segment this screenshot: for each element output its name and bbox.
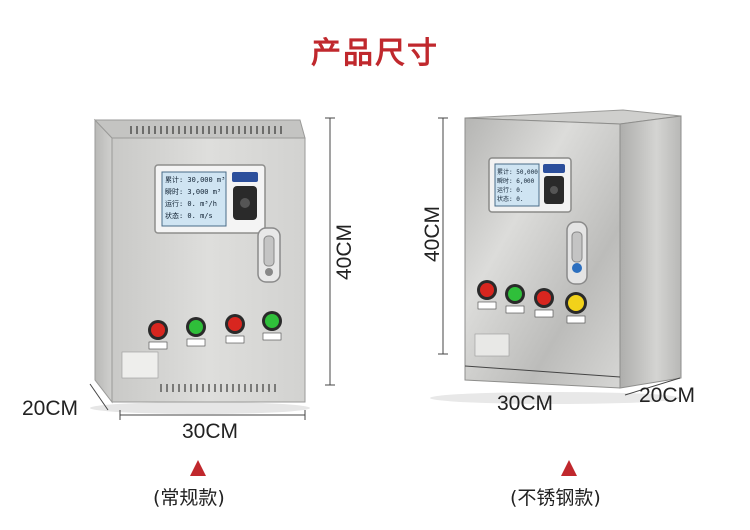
depth-dimension-label: 20CM	[22, 397, 79, 420]
lcd-line: 累计: 30,000 m³	[165, 176, 226, 184]
painted-cabinet-illustration	[89, 117, 335, 420]
lcd-line: 状态: 0. m/s	[165, 212, 213, 220]
lcd-line: 状态: 0.	[497, 196, 524, 203]
up-arrow-icon	[561, 460, 577, 476]
lcd-line: 运行: 0. m³/h	[165, 200, 217, 208]
lcd-line: 瞬时: 6,000	[497, 178, 535, 185]
product-caption: (不锈钢款)	[510, 487, 601, 509]
product-caption: (常规款)	[153, 487, 225, 509]
height-dimension-label: 40CM	[421, 205, 444, 262]
width-dimension-label: 30CM	[182, 420, 239, 443]
lcd-line: 运行: 0.	[497, 187, 524, 194]
depth-dimension-label: 20CM	[639, 384, 696, 407]
page-title: 产品尺寸	[311, 36, 439, 71]
stainless-cabinet-illustration	[430, 109, 682, 404]
lcd-line: 累计: 50,000	[497, 169, 538, 176]
height-dimension-label: 40CM	[333, 223, 356, 280]
lcd-line: 瞬时: 3,000 m³	[165, 188, 222, 196]
painted-cabinet-image: 累计: 30,000 m³ 瞬时: 3,000 m³ 运行: 0. m³/h 状…	[22, 117, 356, 509]
stainless-cabinet-image: 累计: 50,000 瞬时: 6,000 运行: 0. 状态: 0. 40CM …	[375, 0, 750, 530]
width-dimension-label: 30CM	[497, 392, 554, 415]
up-arrow-icon	[190, 460, 206, 476]
